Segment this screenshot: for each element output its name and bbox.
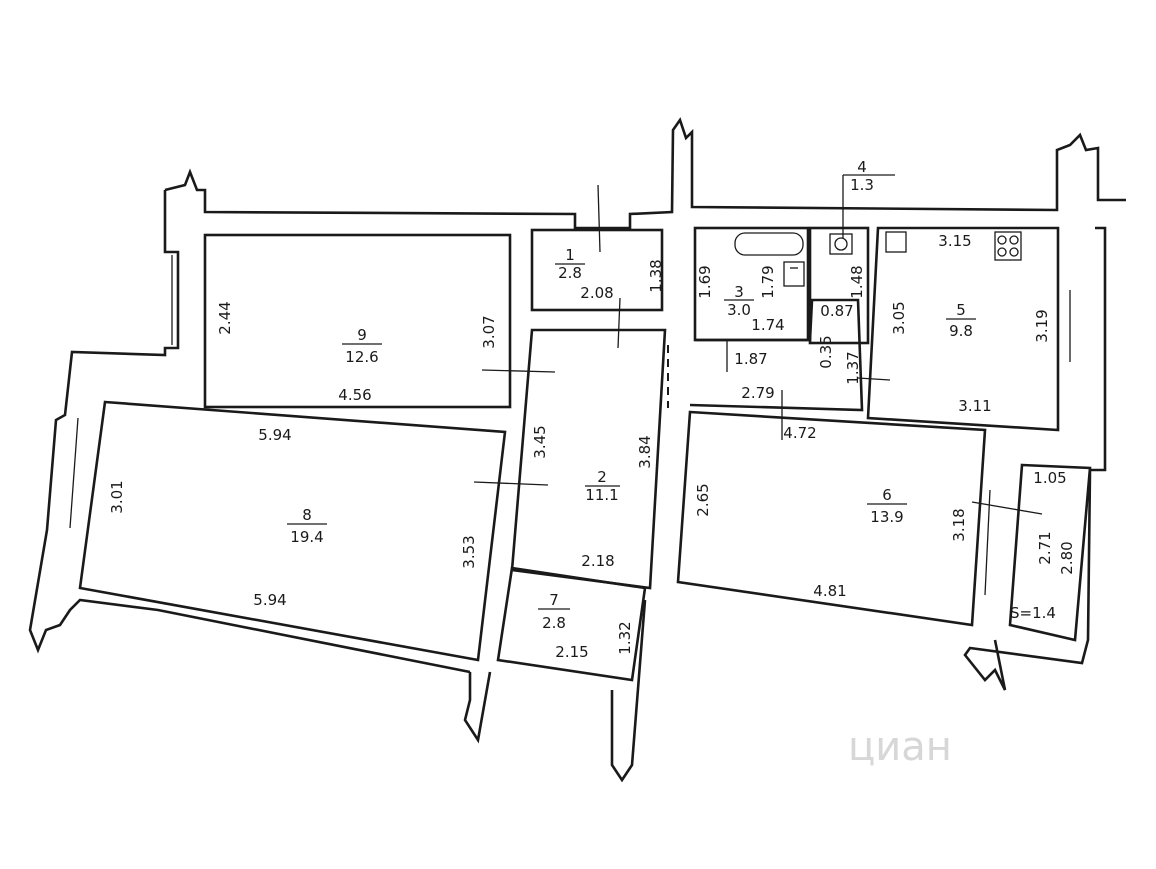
room-7-area: 2.8 [542, 614, 566, 632]
room-7-outline [496, 566, 647, 682]
room-1-outline [530, 184, 664, 312]
r9-bottom-dim: 4.56 [338, 386, 371, 404]
r9-right-dim: 3.07 [480, 315, 498, 348]
room-2-outline [510, 328, 667, 590]
room-8-outline [78, 400, 507, 662]
room-5-area: 9.8 [949, 322, 973, 340]
room-5-outline [866, 226, 1060, 432]
room-labels: 1 2.8 2 11.1 3 3.0 4 1.3 5 9.8 6 13.9 7 … [287, 158, 976, 632]
r6-right-dim: 3.18 [950, 508, 968, 541]
room-5-number: 5 [956, 301, 966, 319]
balcony-top-dim: 1.05 [1033, 469, 1066, 487]
r7-bottom-dim: 2.15 [555, 643, 588, 661]
balcony-outline [1008, 463, 1092, 642]
r3-right-dim: 1.79 [759, 265, 777, 298]
balcony-outer-dim: 2.80 [1058, 541, 1076, 574]
room-3-number: 3 [734, 283, 744, 301]
room-3-area: 3.0 [727, 301, 751, 319]
room-9-number: 9 [357, 326, 367, 344]
room-6-outline [676, 410, 987, 627]
r8-right-dim: 3.53 [460, 535, 478, 568]
room-2-area: 11.1 [585, 486, 618, 504]
toilet-icon [783, 231, 907, 287]
room-6-number: 6 [882, 486, 892, 504]
corridor-outline [689, 298, 864, 412]
door-lines [473, 340, 891, 486]
r8-bottom-dim: 5.94 [253, 591, 286, 609]
r8-left-dim: 3.01 [108, 480, 126, 513]
r5-top-dim: 3.15 [938, 232, 971, 250]
room-9-area: 12.6 [345, 348, 378, 366]
outer-walls [28, 117, 1126, 783]
room-6-area: 13.9 [870, 508, 903, 526]
room-1-area: 2.8 [558, 264, 582, 282]
r6-left-dim: 2.65 [694, 483, 712, 516]
room-8-area: 19.4 [290, 528, 323, 546]
r2-left-dim: 3.45 [531, 425, 549, 458]
room-4-number: 4 [857, 158, 867, 176]
balcony-inner-dim: 2.71 [1036, 531, 1054, 564]
room-1-number: 1 [565, 246, 575, 264]
r7-top-dim: 2.18 [581, 552, 614, 570]
room-7-number: 7 [549, 591, 559, 609]
r1-width-dim: 2.08 [580, 284, 613, 302]
r4-width-dim: 0.87 [820, 302, 853, 320]
r7-height-dim: 1.32 [616, 621, 634, 654]
corridor-035-dim: 0.35 [817, 335, 835, 368]
r5-bottom-dim: 3.11 [958, 397, 991, 415]
r5-left-dim: 3.05 [890, 301, 908, 334]
r6-bottom-dim: 4.81 [813, 582, 846, 600]
r3-width-dim: 1.74 [751, 316, 784, 334]
r5-right-dim: 3.19 [1033, 309, 1051, 342]
corridor-279-dim: 2.79 [741, 384, 774, 402]
watermark: циан [848, 724, 952, 770]
room-4-outline [808, 226, 870, 345]
corridor-187-dim: 1.87 [734, 350, 767, 368]
room-4-area: 1.3 [850, 176, 874, 194]
r3-left-dim: 1.69 [696, 265, 714, 298]
balcony-door [971, 501, 1043, 515]
corridor-137-dim: 1.37 [844, 351, 862, 384]
stove-icon [994, 231, 1022, 261]
room-9-outline [203, 233, 512, 409]
bathtub-icon [734, 232, 804, 256]
r8-top-dim: 5.94 [258, 426, 291, 444]
room-2-door [617, 297, 621, 349]
r9-left-dim: 2.44 [216, 301, 234, 334]
dimension-labels: 2.44 3.07 4.56 5.94 3.01 3.53 5.94 2.08 … [108, 232, 1076, 661]
r1-height-dim: 1.38 [647, 259, 665, 292]
r4-height-dim: 1.48 [848, 265, 866, 298]
balcony-area: S=1.4 [1010, 604, 1056, 622]
room-2-number: 2 [597, 468, 607, 486]
room-8-number: 8 [302, 506, 312, 524]
r6-top-dim: 4.72 [783, 424, 816, 442]
windows [69, 255, 1071, 596]
r2-right-dim: 3.84 [636, 435, 654, 468]
